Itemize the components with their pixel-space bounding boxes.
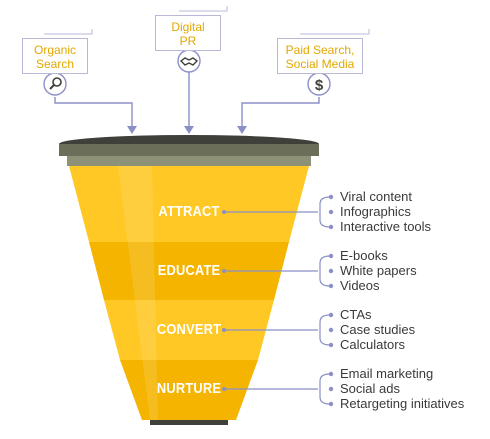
stage-label-attract: ATTRACT bbox=[158, 203, 220, 220]
paid-arrowhead bbox=[237, 126, 247, 134]
list-item: E-books bbox=[340, 248, 388, 263]
stage-label-educate: EDUCATE bbox=[157, 262, 221, 279]
paid-connector bbox=[241, 97, 320, 128]
bullet-dot bbox=[328, 224, 334, 230]
bullet-dot bbox=[328, 209, 334, 215]
bullet-dot bbox=[328, 253, 334, 259]
list-item: Infographics bbox=[340, 204, 411, 219]
nurture-bracket bbox=[225, 373, 331, 405]
funnel-band-convert bbox=[104, 300, 274, 360]
paid-box-corner bbox=[300, 29, 370, 35]
list-item: Viral content bbox=[340, 189, 413, 204]
nurture-tactics-list: Email marketing Social ads Retargeting i… bbox=[340, 366, 464, 411]
convert-tactics-list: CTAs Case studies Calculators bbox=[340, 307, 415, 352]
convert-bracket bbox=[225, 314, 331, 346]
list-item: Calculators bbox=[340, 337, 406, 352]
funnel-band-educate bbox=[89, 242, 289, 300]
funnel-rim-lower bbox=[67, 156, 311, 166]
bullet-dot bbox=[328, 327, 334, 333]
source-organic-search: Organic Search bbox=[22, 38, 88, 74]
funnel-band-attract bbox=[69, 166, 309, 242]
attract-bracket bbox=[225, 196, 331, 228]
pr-box-corner bbox=[179, 6, 228, 12]
educate-dot bbox=[222, 269, 226, 273]
bullet-dot bbox=[328, 401, 334, 407]
list-item: CTAs bbox=[340, 307, 372, 322]
source-label-line: Organic bbox=[33, 43, 77, 57]
funnel-band-nurture bbox=[120, 360, 258, 420]
convert-dot bbox=[222, 328, 226, 332]
handshake-icon bbox=[177, 49, 201, 73]
bullet-dot bbox=[328, 312, 334, 318]
bullet-dot bbox=[328, 194, 334, 200]
educate-bracket bbox=[225, 255, 331, 287]
source-label-line: PR bbox=[179, 34, 197, 48]
magnifier-icon bbox=[43, 72, 67, 96]
list-item: Social ads bbox=[340, 381, 400, 396]
bullet-dot bbox=[328, 342, 334, 348]
source-label-line: Search bbox=[35, 57, 75, 71]
source-digital-pr: Digital PR bbox=[155, 15, 221, 51]
nurture-dot bbox=[222, 387, 226, 391]
list-item: Email marketing bbox=[340, 366, 434, 381]
source-label-line: Paid Search, bbox=[285, 43, 355, 57]
funnel-rim bbox=[59, 144, 319, 156]
attract-tactics-list: Viral content Infographics Interactive t… bbox=[340, 189, 431, 234]
source-label-line: Digital bbox=[171, 20, 205, 34]
svg-text:$: $ bbox=[315, 77, 324, 94]
list-item: Interactive tools bbox=[340, 219, 432, 234]
organic-arrowhead bbox=[127, 126, 137, 134]
attract-dot bbox=[222, 210, 226, 214]
list-item: Videos bbox=[340, 278, 380, 293]
bullet-dot bbox=[328, 371, 334, 377]
pr-arrowhead bbox=[184, 126, 194, 134]
list-item: Retargeting initiatives bbox=[340, 396, 465, 411]
educate-tactics-list: E-books White papers Videos bbox=[340, 248, 417, 293]
source-paid-social: Paid Search, Social Media bbox=[277, 38, 363, 74]
organic-connector bbox=[54, 97, 133, 128]
stage-label-convert: CONVERT bbox=[156, 321, 222, 338]
stage-label-nurture: NURTURE bbox=[156, 380, 222, 397]
list-item: White papers bbox=[340, 263, 417, 278]
list-item: Case studies bbox=[340, 322, 416, 337]
source-label-line: Social Media bbox=[285, 57, 355, 71]
dollar-icon: $ bbox=[307, 72, 331, 96]
funnel-spout bbox=[150, 420, 228, 425]
bullet-dot bbox=[328, 268, 334, 274]
funnel-highlight bbox=[118, 166, 158, 420]
organic-box-corner bbox=[44, 29, 93, 35]
bullet-dot bbox=[328, 283, 334, 289]
bullet-dot bbox=[328, 386, 334, 392]
